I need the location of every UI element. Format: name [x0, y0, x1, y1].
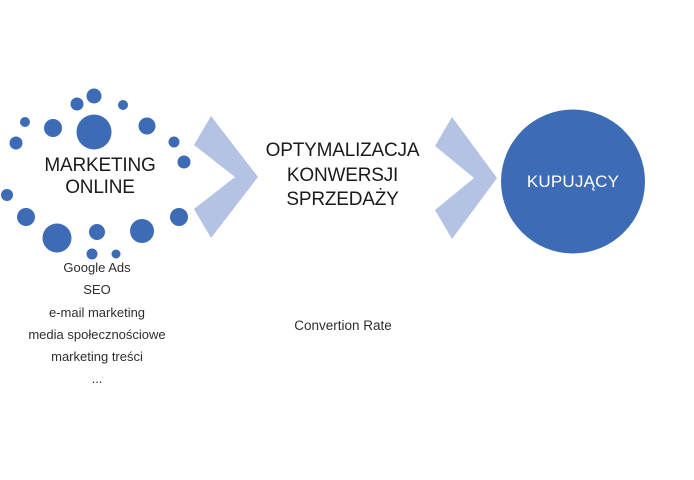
- dot: [177, 155, 191, 169]
- dot: [1, 189, 13, 201]
- chevron-right-icon: [435, 117, 497, 239]
- channel-item: Google Ads: [63, 260, 131, 275]
- marketing-dots-cloud-icon: [1, 88, 191, 260]
- dot: [118, 100, 128, 110]
- buyers-circle: [501, 109, 645, 254]
- dot: [86, 88, 102, 104]
- channel-item-ellipsis: ...: [91, 371, 103, 387]
- dot: [42, 223, 72, 253]
- dot: [17, 208, 35, 226]
- marketing-channels-list: Google Ads SEO e-mail marketing media sp…: [7, 257, 187, 391]
- buyers-label: KUPUJĄCY: [526, 172, 620, 191]
- marketing-online-line2: ONLINE: [65, 177, 135, 198]
- dot: [138, 117, 156, 135]
- dot: [44, 119, 62, 137]
- process-title-line3: SPRZEDAŻY: [286, 189, 399, 210]
- marketing-online-line1: MARKETING: [44, 155, 156, 176]
- channel-item: media społecznościowe: [28, 326, 166, 342]
- dot: [130, 219, 154, 243]
- channel-item: e-mail marketing: [48, 304, 146, 320]
- dot: [76, 114, 112, 150]
- chevron-right-icon: [194, 116, 258, 238]
- dot: [70, 97, 84, 111]
- dot: [168, 136, 180, 148]
- dot: [20, 117, 30, 127]
- dot: [86, 248, 98, 260]
- dot: [170, 208, 188, 226]
- dot: [111, 249, 121, 259]
- conversion-rate-caption: Convertion Rate: [294, 318, 392, 333]
- marketing-online-label: MARKETING ONLINE: [15, 155, 185, 199]
- process-title-line1: OPTYMALIZACJA: [265, 140, 420, 161]
- conversion-optimization-label: OPTYMALIZACJA KONWERSJI SPRZEDAŻY: [232, 139, 453, 213]
- process-title-line2: KONWERSJI: [286, 164, 399, 186]
- channel-item: SEO: [83, 282, 111, 298]
- channel-item: marketing treści: [51, 349, 143, 365]
- dot: [9, 136, 23, 150]
- dot: [89, 224, 105, 240]
